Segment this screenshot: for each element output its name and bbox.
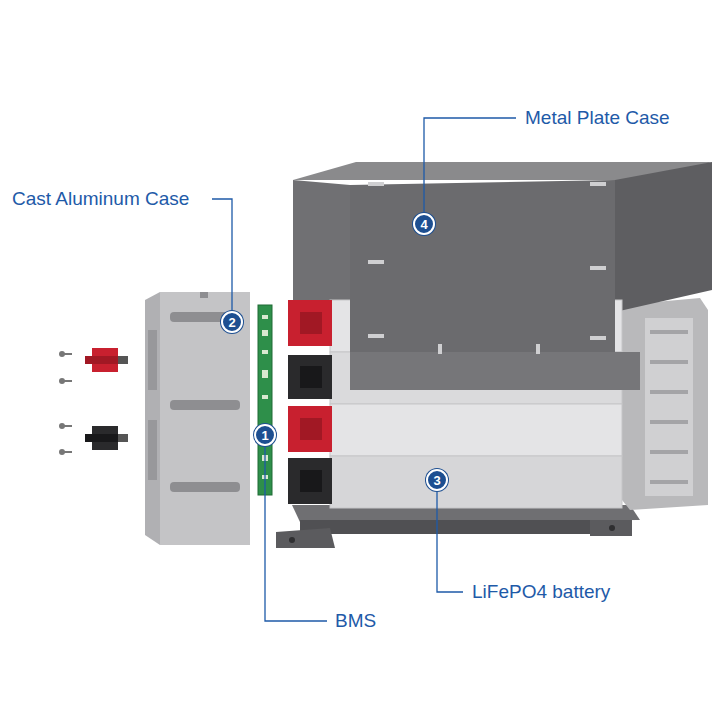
case-screws — [368, 182, 606, 354]
callout-number: 2 — [228, 316, 235, 329]
leader-line — [212, 199, 232, 310]
cell-terminals — [288, 300, 332, 504]
right-cap-ribs — [650, 330, 688, 484]
metal-case-lip — [350, 352, 640, 390]
leader-line — [424, 118, 516, 212]
metal-case-right-side — [615, 162, 712, 312]
part-label: Cast Aluminum Case — [12, 188, 189, 211]
black-terminal — [85, 426, 128, 450]
part-label: BMS — [335, 610, 376, 633]
part-label: Metal Plate Case — [525, 107, 670, 130]
metal-case-left-side — [293, 180, 350, 312]
metal-case-front-panel — [350, 180, 615, 352]
callout-circle: 1 — [254, 424, 276, 446]
leader-lines — [212, 118, 516, 621]
base-foot-right — [590, 520, 632, 536]
leader-line — [437, 492, 463, 592]
cast-aluminum-case — [145, 292, 250, 545]
cast-case-face — [160, 292, 250, 545]
right-end-cap-face — [645, 318, 693, 496]
foot-hole — [289, 537, 295, 543]
leader-line — [265, 447, 327, 621]
callout-circle: 4 — [413, 213, 435, 235]
base-foot-left — [276, 528, 335, 548]
cast-case-slots — [170, 312, 240, 492]
right-end-cap — [622, 298, 708, 510]
foot-hole — [609, 525, 615, 531]
base-bracket-front — [300, 520, 630, 534]
cast-case-vents — [148, 330, 157, 480]
callout-number: 3 — [433, 474, 440, 487]
red-terminal — [85, 348, 128, 372]
callout-circle: 2 — [221, 311, 243, 333]
cast-case-hole — [200, 292, 208, 298]
callout-number: 4 — [420, 218, 427, 231]
part-label: LiFePO4 battery — [472, 581, 610, 604]
loose-screws — [59, 351, 72, 455]
callout-number: 1 — [261, 429, 268, 442]
callout-circle: 3 — [426, 469, 448, 491]
